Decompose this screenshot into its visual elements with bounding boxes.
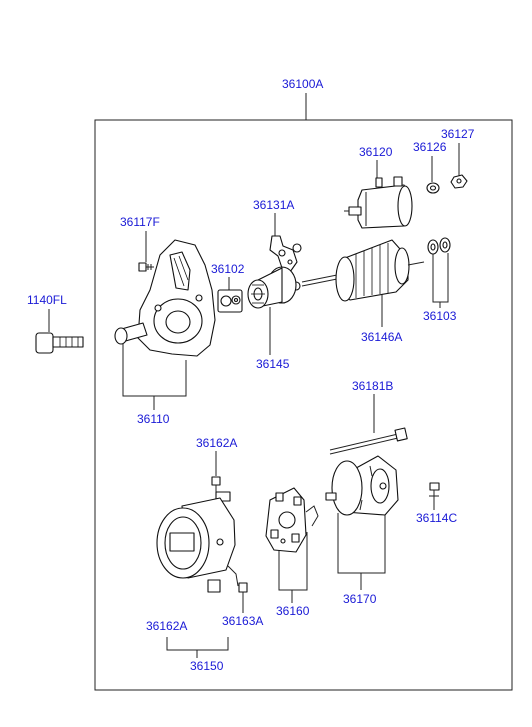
armature-36146A <box>301 239 425 302</box>
label-1140FL[interactable]: 1140FL <box>27 293 67 307</box>
washers-36103 <box>427 237 451 255</box>
label-36114C[interactable]: 36114C <box>416 511 457 525</box>
brush-holder-36160 <box>265 487 319 553</box>
end-frame-36170 <box>325 455 399 516</box>
label-36126[interactable]: 36126 <box>413 140 447 154</box>
clutch-36145 <box>247 266 297 309</box>
screw-36163A <box>238 582 248 600</box>
brush-36162A-top <box>211 476 231 502</box>
label-36117F[interactable]: 36117F <box>120 215 160 229</box>
washer-36126 <box>426 182 440 194</box>
bolt-1140FL <box>35 332 84 354</box>
assembly-frame <box>94 119 513 691</box>
label-36145[interactable]: 36145 <box>256 357 290 371</box>
label-36162A-top[interactable]: 36162A <box>196 436 237 450</box>
label-36110[interactable]: 36110 <box>137 412 170 426</box>
label-36120[interactable]: 36120 <box>359 145 393 159</box>
label-36162A-bottom[interactable]: 36162A <box>146 619 187 633</box>
nut-36127 <box>450 174 468 189</box>
label-36170[interactable]: 36170 <box>343 592 377 606</box>
label-36181B[interactable]: 36181B <box>352 379 393 393</box>
label-36146A[interactable]: 36146A <box>361 330 402 344</box>
label-36103[interactable]: 36103 <box>423 309 457 323</box>
screw-36114C <box>429 482 440 497</box>
through-bolt-36181B <box>329 427 408 455</box>
label-36100A[interactable]: 36100A <box>282 77 323 91</box>
label-36163A[interactable]: 36163A <box>222 614 263 628</box>
label-36102[interactable]: 36102 <box>211 262 245 276</box>
screw-36117F <box>138 262 154 272</box>
label-36160[interactable]: 36160 <box>276 604 310 618</box>
drive-housing-36110 <box>114 239 216 357</box>
label-36131A[interactable]: 36131A <box>253 198 294 212</box>
solenoid-36120 <box>344 176 413 229</box>
kit-36102 <box>217 289 243 313</box>
label-36150[interactable]: 36150 <box>190 659 224 673</box>
yoke-36150 <box>156 497 239 593</box>
label-36127[interactable]: 36127 <box>441 127 475 141</box>
leader-lines <box>48 143 460 658</box>
